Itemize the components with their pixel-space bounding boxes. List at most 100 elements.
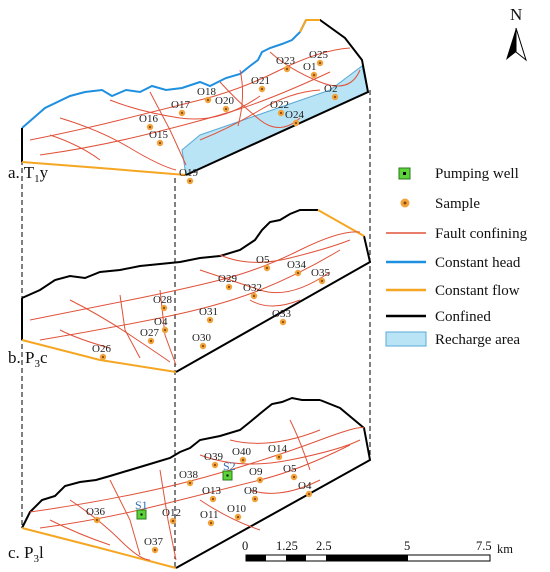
sample-label: O22	[270, 99, 289, 111]
sample-point-c-o10: O10	[227, 503, 246, 521]
sample-point-b-o27: O27	[140, 327, 159, 345]
sample-label: O40	[232, 446, 251, 458]
sample-point-a-o15: O15	[149, 129, 168, 147]
sample-label: O9	[249, 466, 263, 478]
legend-constant-flow: Constant flow	[386, 283, 520, 299]
sample-point-a-o20: O20	[215, 95, 234, 113]
layer-a-label: a. T1y	[8, 163, 49, 185]
sample-point-c-o9: O9	[249, 466, 264, 484]
scale-tick-2: 2.5	[316, 539, 332, 553]
sample-point-c-o39: O39	[204, 451, 223, 469]
legend-fault: Fault confining	[386, 226, 528, 242]
svg-text:Pumping well: Pumping well	[435, 166, 519, 182]
sample-label: O39	[204, 451, 223, 463]
scale-tick-0: 0	[242, 539, 248, 553]
sample-label: O5	[283, 463, 297, 475]
sample-label: O31	[199, 306, 218, 318]
well-s1-label: S1	[135, 498, 148, 512]
sample-point-a-o18: O18	[197, 86, 216, 104]
north-label: N	[510, 5, 522, 24]
sample-point-b-o32: O32	[243, 282, 262, 300]
sample-point-b-o30: O30	[192, 332, 211, 350]
sample-label: O21	[251, 75, 270, 87]
sample-label: O23	[276, 55, 295, 67]
sample-label: O1	[303, 61, 316, 73]
sample-label: O18	[197, 86, 216, 98]
sample-label: O25	[309, 49, 328, 61]
sample-point-c-o12: O12	[162, 507, 181, 525]
sample-label: O34	[287, 259, 306, 271]
sample-label: O2	[324, 83, 337, 95]
pumping-well-s2: S2	[222, 459, 236, 481]
sample-point-c-o37: O37	[144, 536, 163, 554]
sample-label: O29	[218, 273, 237, 285]
sample-label: O16	[139, 113, 158, 125]
sample-label: O28	[153, 294, 172, 306]
sample-label: O8	[244, 485, 258, 497]
sample-point-c-o11: O11	[200, 509, 219, 527]
sample-point-a-o19: O19	[179, 167, 198, 185]
sample-label: O4	[298, 480, 312, 492]
sample-label: O35	[311, 267, 330, 279]
sample-point-b-o28: O28	[153, 294, 172, 312]
layer-c-label: c. P3l	[8, 543, 44, 565]
sample-point-a-o17: O17	[171, 99, 190, 117]
sample-point-c-o4: O4	[298, 480, 313, 498]
sample-point-a-o22: O22	[270, 99, 289, 117]
sample-label: O20	[215, 95, 234, 107]
sample-label: O24	[285, 109, 304, 121]
sample-point-c-o36: O36	[86, 506, 105, 524]
north-arrow-icon: N	[506, 5, 527, 62]
pumping-well-s1: S1	[135, 498, 148, 520]
sample-label: O36	[86, 506, 105, 518]
sample-point-b-o4: O4	[154, 316, 169, 334]
sample-point-c-o40: O40	[232, 446, 251, 464]
sample-label: O37	[144, 536, 163, 548]
recharge-area	[181, 65, 369, 176]
sample-point-a-o2: O2	[324, 83, 339, 101]
sample-point-c-o5: O5	[283, 463, 298, 481]
scale-tick-3: 5	[404, 539, 410, 553]
sample-point-a-o1: O1	[303, 61, 318, 79]
sample-label: O26	[92, 343, 111, 355]
sample-point-a-o23: O23	[276, 55, 295, 73]
sample-point-b-o5: O5	[256, 254, 271, 272]
svg-text:Fault confining: Fault confining	[435, 226, 528, 242]
sample-label: O4	[154, 316, 168, 328]
sample-label: O32	[243, 282, 262, 294]
legend-constant-head: Constant head	[386, 255, 521, 271]
svg-text:Constant flow: Constant flow	[435, 283, 520, 299]
sample-point-a-o25: O25	[309, 49, 328, 67]
svg-text:Constant head: Constant head	[435, 255, 521, 271]
sample-point-b-o35: O35	[311, 267, 330, 285]
sample-point-c-o8: O8	[244, 485, 259, 503]
sample-point-b-o26: O26	[92, 343, 111, 361]
sample-label: O15	[149, 129, 168, 141]
sample-label: O19	[179, 167, 198, 179]
legend-pumping-well: Pumping well	[398, 166, 519, 182]
legend-sample: Sample	[400, 196, 480, 212]
legend-recharge: Recharge area	[385, 331, 520, 348]
sample-label: O10	[227, 503, 246, 515]
svg-text:Recharge area: Recharge area	[435, 332, 520, 348]
sample-point-a-o24: O24	[285, 109, 304, 127]
legend-confined: Confined	[386, 309, 491, 325]
legend: Pumping well Sample Fault confining Cons…	[385, 166, 528, 348]
scale-tick-1: 1.25	[276, 539, 298, 553]
sample-point-b-o33: O33	[272, 308, 291, 326]
svg-text:Sample: Sample	[435, 196, 480, 212]
layer-b-label: b. P3c	[8, 348, 48, 370]
sample-label: O33	[272, 308, 291, 320]
sample-label: O12	[162, 507, 181, 519]
sample-point-c-o14: O14	[268, 443, 287, 461]
sample-label: O5	[256, 254, 270, 266]
sample-point-b-o29: O29	[218, 273, 237, 291]
sample-point-b-o31: O31	[199, 306, 218, 324]
scale-bar: 0 1.25 2.5 5 7.5 km	[242, 539, 513, 562]
scale-unit: km	[497, 542, 513, 556]
